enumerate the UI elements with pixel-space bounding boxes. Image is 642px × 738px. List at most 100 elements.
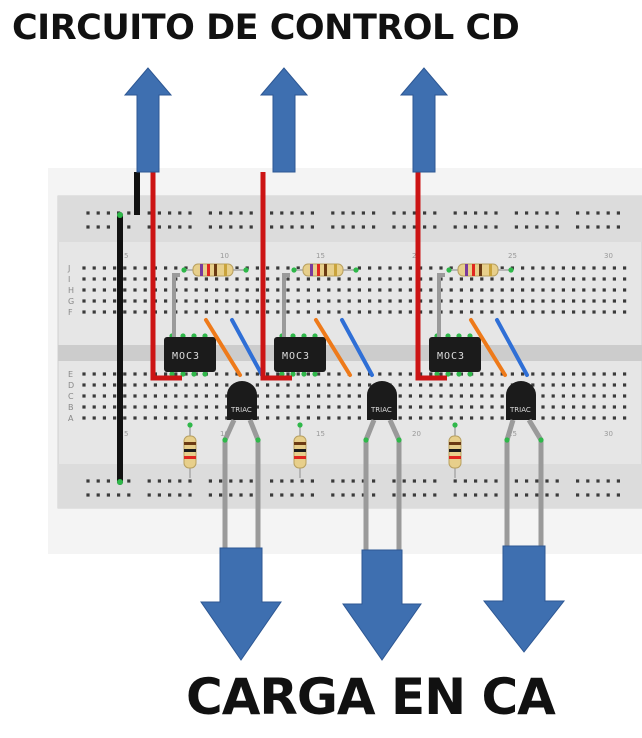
wire-orange xyxy=(204,318,242,377)
hole xyxy=(143,310,147,314)
hole xyxy=(555,479,559,483)
hole xyxy=(239,493,243,497)
hole xyxy=(357,372,361,376)
hole xyxy=(337,394,341,398)
hole xyxy=(463,225,467,229)
hole xyxy=(280,225,284,229)
hole xyxy=(402,211,406,215)
hole-active xyxy=(434,371,440,377)
hole xyxy=(490,277,494,281)
hole xyxy=(123,299,127,303)
hole xyxy=(531,372,535,376)
resistor-band xyxy=(489,264,492,276)
hole xyxy=(423,493,427,497)
hole xyxy=(286,299,290,303)
hole xyxy=(235,288,239,292)
wire-red-1 xyxy=(150,172,182,381)
hole xyxy=(245,277,249,281)
hole xyxy=(378,266,382,270)
hole xyxy=(500,299,504,303)
hole xyxy=(255,383,259,387)
hole xyxy=(470,405,474,409)
hole xyxy=(429,277,433,281)
hole xyxy=(188,479,192,483)
hole xyxy=(266,277,270,281)
hole xyxy=(453,225,457,229)
hole xyxy=(449,372,453,376)
hole xyxy=(474,493,478,497)
hole xyxy=(113,299,117,303)
hole xyxy=(408,310,412,314)
hole xyxy=(347,299,351,303)
hole xyxy=(174,416,178,420)
hole xyxy=(551,277,555,281)
hole xyxy=(474,479,478,483)
hole-active xyxy=(504,437,510,443)
hole-active xyxy=(456,371,462,377)
hole xyxy=(143,416,147,420)
hole xyxy=(500,394,504,398)
hole xyxy=(102,288,106,292)
hole xyxy=(310,493,314,497)
hole xyxy=(82,288,86,292)
wire-gray xyxy=(172,273,180,338)
hole xyxy=(572,405,576,409)
hole xyxy=(510,310,514,314)
hole-active xyxy=(290,371,296,377)
hole xyxy=(612,310,616,314)
hole xyxy=(586,479,590,483)
triac-1 xyxy=(227,381,257,420)
hole xyxy=(592,372,596,376)
hole xyxy=(449,277,453,281)
hole xyxy=(310,225,314,229)
hole xyxy=(408,416,412,420)
hole xyxy=(555,211,559,215)
hole xyxy=(423,479,427,483)
hole xyxy=(525,211,529,215)
resistor-band xyxy=(184,449,196,452)
hole xyxy=(596,493,600,497)
hole xyxy=(368,277,372,281)
hole xyxy=(419,416,423,420)
hole xyxy=(194,299,198,303)
hole xyxy=(398,372,402,376)
hole xyxy=(225,288,229,292)
hole xyxy=(439,405,443,409)
hole xyxy=(327,394,331,398)
hole xyxy=(225,405,229,409)
hole xyxy=(357,288,361,292)
hole xyxy=(398,394,402,398)
hole-active xyxy=(445,371,451,377)
hole xyxy=(612,288,616,292)
hole xyxy=(270,493,274,497)
hole xyxy=(541,299,545,303)
hole-active xyxy=(243,267,249,273)
hole xyxy=(449,299,453,303)
column-number: 10 xyxy=(220,252,229,260)
ic-label: MOC3 xyxy=(172,351,200,362)
hole xyxy=(490,405,494,409)
hole xyxy=(541,394,545,398)
hole xyxy=(245,372,249,376)
hole xyxy=(541,416,545,420)
hole xyxy=(147,493,151,497)
hole xyxy=(286,372,290,376)
hole xyxy=(280,479,284,483)
hole xyxy=(310,479,314,483)
hole xyxy=(147,479,151,483)
hole xyxy=(616,479,620,483)
hole xyxy=(123,266,127,270)
hole xyxy=(402,225,406,229)
hole xyxy=(449,416,453,420)
hole xyxy=(96,211,100,215)
row-letter: F xyxy=(68,308,73,317)
hole xyxy=(290,211,294,215)
hole xyxy=(249,493,253,497)
arrow-up-2 xyxy=(259,67,309,173)
hole xyxy=(357,405,361,409)
hole xyxy=(164,383,168,387)
hole xyxy=(133,383,137,387)
hole xyxy=(357,310,361,314)
hole xyxy=(388,266,392,270)
